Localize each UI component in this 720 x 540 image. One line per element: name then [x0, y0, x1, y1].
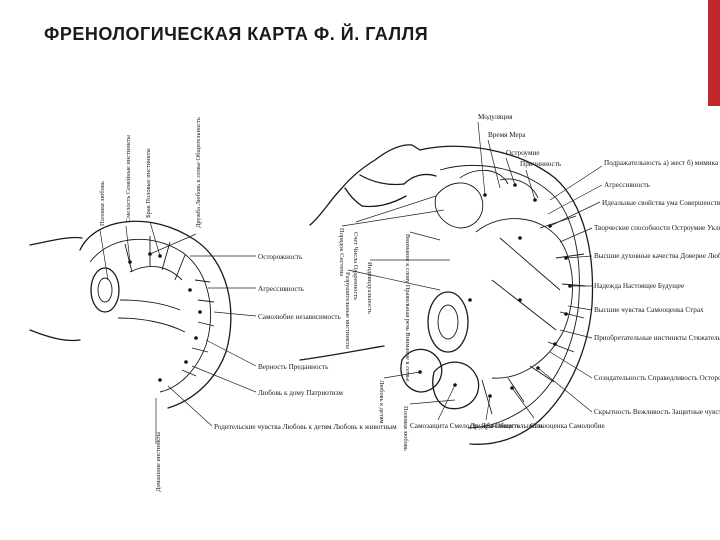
right-label-love-children: Любовь к детям — [378, 380, 385, 424]
right-label-imitation: Подражательность а) жест б) мимика — [604, 159, 719, 167]
left-label-courage: Смелость Семейные инстинкты — [125, 134, 132, 222]
right-label-time-measure: Время Мера — [488, 131, 526, 139]
right-label-secretiveness: Скрытность Вежливость Защитные чувства — [594, 408, 720, 416]
right-label-modulation: Модуляция — [478, 113, 513, 121]
right-label-self-esteem: Самооценка Самолюбие — [530, 422, 605, 430]
right-label-hope: Надежда Настоящее Будущее — [594, 282, 684, 290]
left-label-love-of-home: Любовь к дому Патриотизм — [258, 389, 343, 397]
right-label-destructive: Разрушительные инстинкты — [344, 272, 351, 350]
left-label-self-esteem: Самолюбие независимость — [258, 313, 342, 321]
accent-bar — [708, 0, 720, 106]
right-label-individuality: Индивидуальность — [366, 262, 373, 314]
right-label-ideal-qualities: Идеальные свойства ума Совершенствование… — [602, 199, 720, 207]
left-label-marriage: Брак Половые инстинкты — [145, 148, 152, 218]
left-label-domestic-instincts: Домашние инстинкты — [155, 431, 162, 492]
right-label-sexual-love: Половая любовь — [402, 406, 409, 451]
right-label-order: Порядок Система — [338, 228, 345, 276]
left-label-parental-feelings: Родительские чувства Любовь к детям Любо… — [214, 423, 397, 431]
left-label-friendship: Дружба Любовь к семье Общительность — [195, 117, 202, 228]
right-label-counting: Счет Числа Одаренность — [352, 232, 359, 300]
right-head-figure — [299, 121, 603, 445]
right-label-speech: Внимание к слову Правильная речь Внимани… — [404, 234, 411, 382]
right-label-aggressiveness: Агрессивность — [604, 181, 651, 189]
left-label-loyalty: Верность Преданность — [258, 363, 329, 371]
right-label-causality: Причинность — [520, 160, 562, 168]
right-label-constructiveness: Созидательность Справедливость Осторожно… — [594, 374, 720, 382]
right-label-acquisitive: Приобретательные инстинкты Стяжательство… — [594, 334, 720, 342]
right-label-friendship: Дружба Общительность — [470, 422, 545, 430]
left-head-figure — [29, 220, 257, 444]
left-label-sexual-love: Половая любовь — [99, 181, 106, 226]
right-label-creative: Творческие способности Остроумие Уклонен… — [594, 224, 720, 232]
slide-title: ФРЕНОЛОГИЧЕСКАЯ КАРТА Ф. Й. ГАЛЛЯ — [44, 24, 429, 44]
left-label-aggressiveness: Агрессивность — [258, 285, 305, 293]
right-label-higher-spiritual: Высшие духовные качества Доверие Любозна… — [594, 252, 720, 260]
right-label-self-defense: Самозащита Смелость Драчливость — [410, 422, 521, 430]
left-label-caution: Осторожность — [258, 253, 303, 261]
right-label-higher-feelings: Высшие чувства Самооценка Страх — [594, 306, 704, 314]
right-label-wit: Остроумие — [506, 149, 540, 157]
